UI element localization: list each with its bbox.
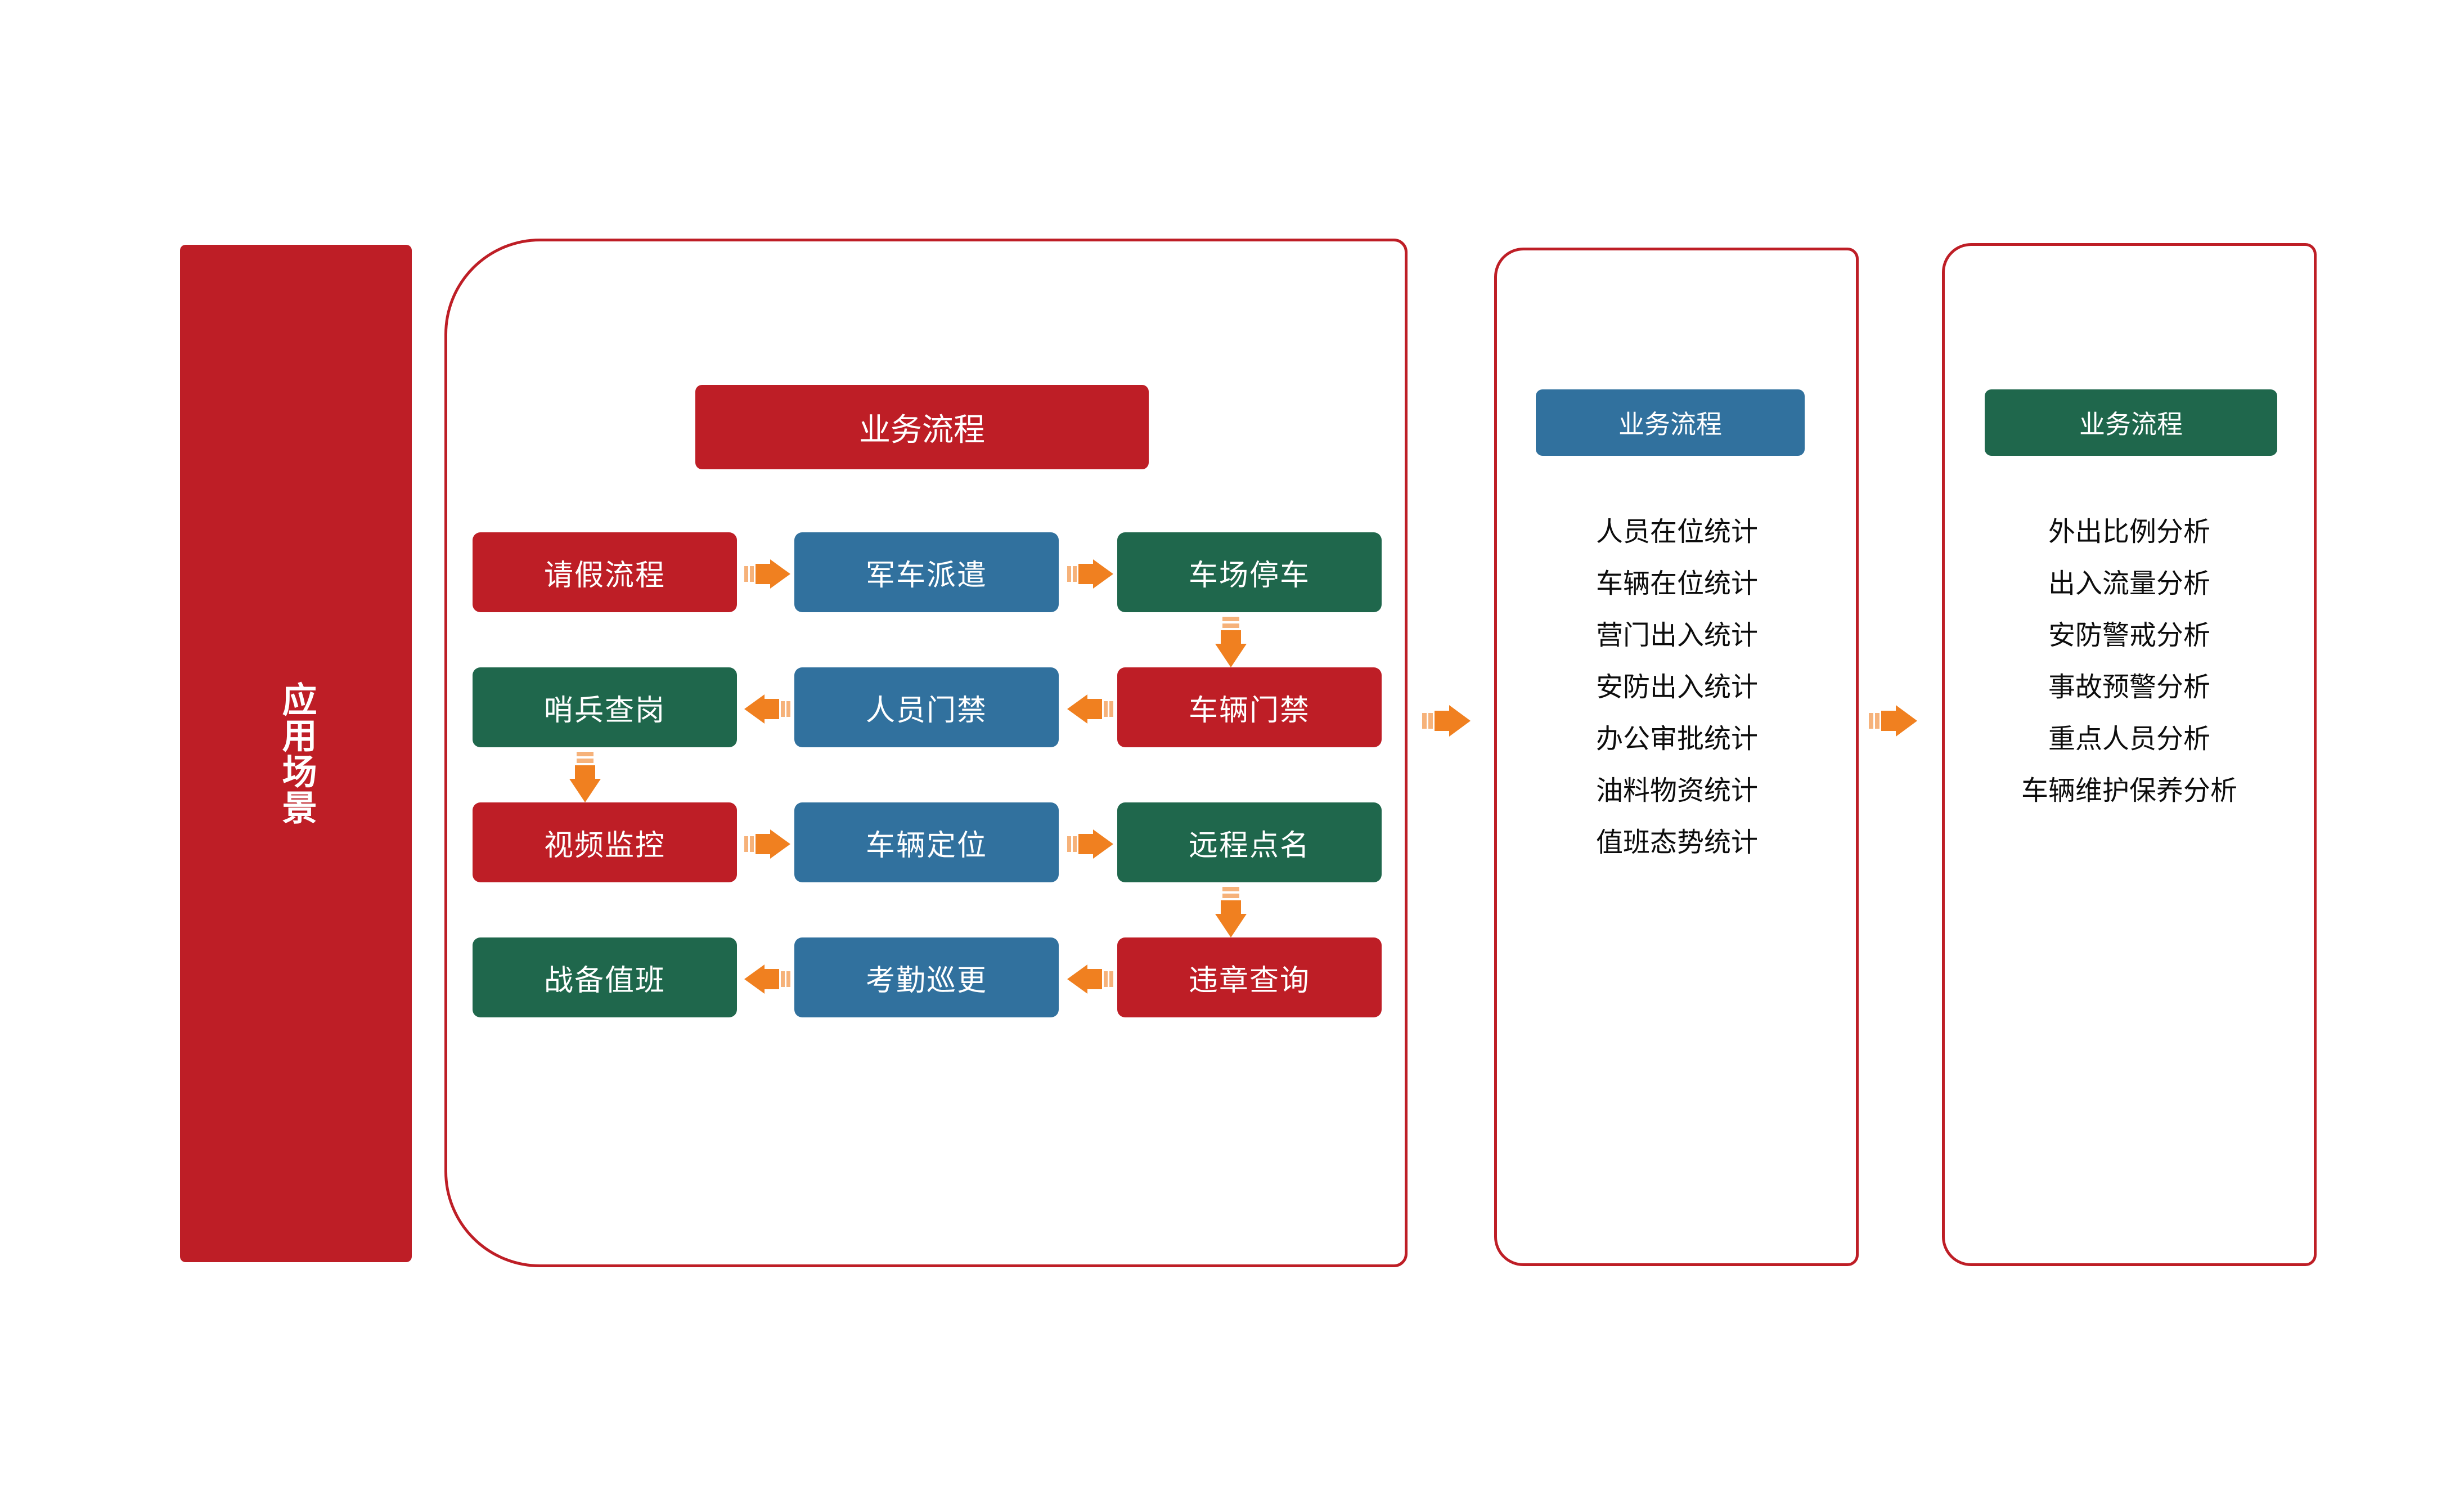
panel-stats-title: 业务流程 bbox=[1536, 389, 1805, 456]
application-scenario-label: 应用场景 bbox=[276, 681, 316, 825]
list-item[interactable]: 出入流量分析 bbox=[2048, 569, 2210, 599]
flow-node[interactable]: 车辆定位 bbox=[794, 802, 1059, 882]
list-item[interactable]: 油料物资统计 bbox=[1595, 776, 1758, 806]
list-item[interactable]: 车辆维护保养分析 bbox=[2021, 776, 2237, 806]
list-item[interactable]: 重点人员分析 bbox=[2048, 724, 2210, 754]
arrow-down-icon bbox=[1215, 617, 1247, 670]
arrow-right-icon bbox=[1067, 559, 1113, 589]
flow-node[interactable]: 哨兵查岗 bbox=[473, 667, 737, 747]
flow-node[interactable]: 考勤巡更 bbox=[794, 937, 1059, 1017]
flow-row: 请假流程 军车派遣 车场停车 bbox=[473, 532, 1384, 667]
flow-node[interactable]: 违章查询 bbox=[1117, 937, 1382, 1017]
list-item[interactable]: 营门出入统计 bbox=[1595, 621, 1758, 650]
flow-grid: 请假流程 军车派遣 车场停车 bbox=[473, 532, 1384, 1017]
arrow-right-icon bbox=[1869, 705, 1917, 739]
flow-node[interactable]: 请假流程 bbox=[473, 532, 737, 612]
list-item[interactable]: 办公审批统计 bbox=[1595, 724, 1758, 754]
panel-analysis-title: 业务流程 bbox=[1985, 389, 2277, 456]
list-item[interactable]: 事故预警分析 bbox=[2048, 672, 2210, 702]
flow-node[interactable]: 车场停车 bbox=[1117, 532, 1382, 612]
list-item[interactable]: 安防出入统计 bbox=[1595, 672, 1758, 702]
arrow-left-icon bbox=[1067, 694, 1113, 724]
flow-row: 战备值班 考勤巡更 违章查询 bbox=[473, 937, 1384, 1017]
flow-node[interactable]: 视频监控 bbox=[473, 802, 737, 882]
flow-node[interactable]: 远程点名 bbox=[1117, 802, 1382, 882]
analysis-item-list: 外出比例分析 出入流量分析 安防警戒分析 事故预警分析 重点人员分析 车辆维护保… bbox=[1952, 506, 2306, 817]
flow-node[interactable]: 车辆门禁 bbox=[1117, 667, 1382, 747]
list-item[interactable]: 外出比例分析 bbox=[2048, 517, 2210, 547]
arrow-right-icon bbox=[1422, 705, 1471, 739]
stats-item-list: 人员在位统计 车辆在位统计 营门出入统计 安防出入统计 办公审批统计 油料物资统… bbox=[1505, 506, 1849, 869]
list-item[interactable]: 车辆在位统计 bbox=[1595, 569, 1758, 599]
arrow-left-icon bbox=[1067, 964, 1113, 994]
list-item[interactable]: 人员在位统计 bbox=[1595, 517, 1758, 547]
list-item[interactable]: 值班态势统计 bbox=[1595, 828, 1758, 858]
list-item[interactable]: 安防警戒分析 bbox=[2048, 621, 2210, 650]
arrow-left-icon bbox=[744, 694, 790, 724]
arrow-right-icon bbox=[1067, 829, 1113, 859]
flow-row: 哨兵查岗 人员门禁 车辆门禁 bbox=[473, 667, 1384, 802]
flow-node[interactable]: 人员门禁 bbox=[794, 667, 1059, 747]
arrow-right-icon bbox=[744, 829, 790, 859]
arrow-down-icon bbox=[569, 752, 601, 805]
panel-main-title: 业务流程 bbox=[695, 385, 1149, 469]
application-scenario-bar: 应用场景 bbox=[180, 245, 412, 1262]
flow-node[interactable]: 军车派遣 bbox=[794, 532, 1059, 612]
arrow-down-icon bbox=[1215, 887, 1247, 940]
arrow-left-icon bbox=[744, 964, 790, 994]
flow-row: 视频监控 车辆定位 远程点名 bbox=[473, 802, 1384, 937]
flow-node[interactable]: 战备值班 bbox=[473, 937, 737, 1017]
arrow-right-icon bbox=[744, 559, 790, 589]
